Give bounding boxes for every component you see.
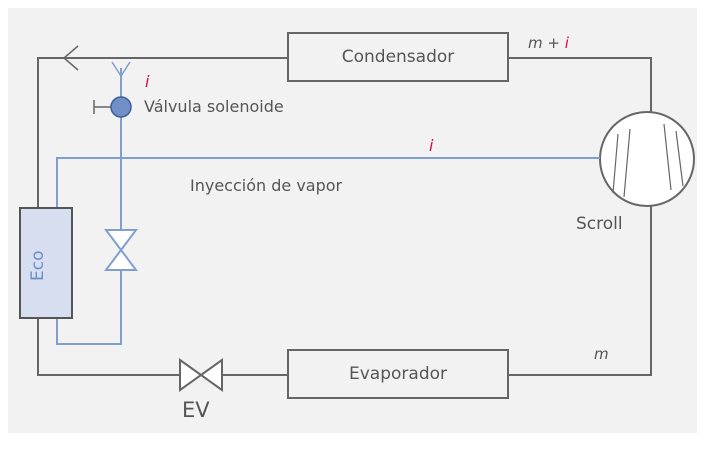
evaporador-box xyxy=(287,349,509,399)
flow-m-plus-text: m + xyxy=(528,34,560,52)
valvula-solenoide-label: Válvula solenoide xyxy=(144,97,284,116)
injection-flow-i: i xyxy=(429,136,434,155)
scroll-compressor xyxy=(599,111,695,207)
flow-i-text: i xyxy=(564,34,569,52)
solenoid-valve xyxy=(93,96,132,118)
injection-inlet-fork xyxy=(111,61,131,77)
flow-m-plus-i: m + i xyxy=(528,34,569,52)
condensador-label: Condensador xyxy=(341,47,455,67)
evaporador-label: Evaporador xyxy=(349,364,447,384)
flow-m-text: m xyxy=(594,345,609,363)
inyeccion-vapor-label: Inyección de vapor xyxy=(190,176,343,195)
main-refrigerant-line xyxy=(37,57,652,376)
eco-label: Eco xyxy=(28,250,48,282)
flow-direction-arrow xyxy=(62,45,79,71)
injection-expansion-valve xyxy=(104,229,138,271)
ev-expansion-valve xyxy=(179,358,223,392)
vapor-injection-line xyxy=(56,68,600,345)
scroll-label: Scroll xyxy=(576,214,623,234)
condensador-box xyxy=(287,32,509,82)
ev-label: EV xyxy=(182,398,210,422)
solenoid-flow-i: i xyxy=(145,72,150,91)
economizer-box xyxy=(19,207,73,319)
